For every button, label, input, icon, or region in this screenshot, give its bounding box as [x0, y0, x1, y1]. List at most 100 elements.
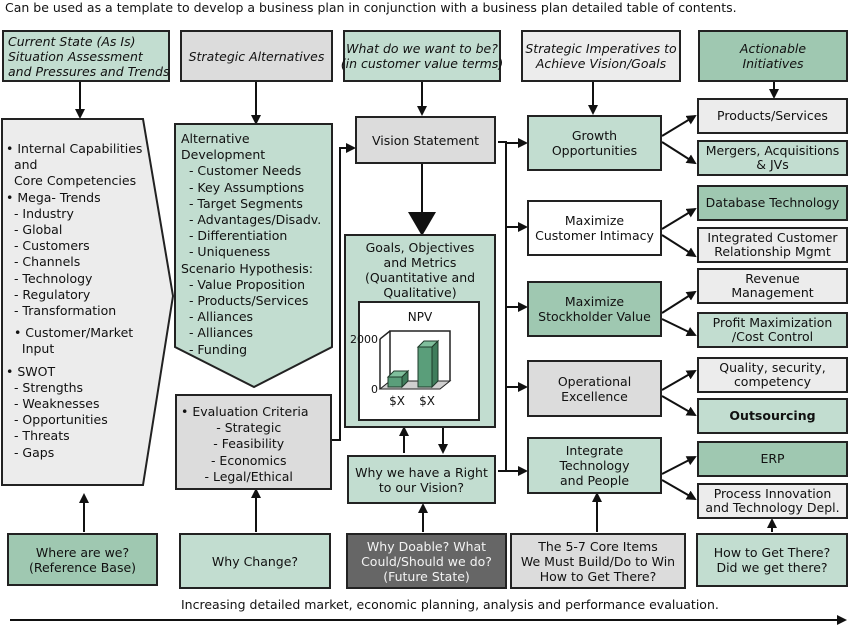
chart-xtick-label: $X	[419, 394, 435, 408]
why-doable-box: Why Doable? What Could/Should we do? (Fu…	[346, 533, 507, 589]
current-state-item: - Technology	[6, 270, 93, 286]
goals-label: Goals, Objectives and Metrics (Quantitat…	[364, 240, 476, 300]
current-state-item: - Industry	[6, 205, 74, 221]
current-state-item: and	[6, 157, 38, 173]
current-state-item: • Internal Capabilities	[6, 141, 143, 156]
alternative-item: - Target Segments	[181, 195, 303, 211]
alternative-item: Alternative	[181, 131, 250, 146]
npv-chart: NPV 0 2000 $X $X	[350, 310, 452, 408]
initiative-box: ERP	[697, 441, 848, 477]
evaluation-item: - Legal/Ethical	[196, 468, 293, 484]
initiative-box: Products/Services	[697, 98, 848, 134]
right-to-vision-box: Why we have a Right to our Vision?	[347, 455, 496, 504]
current-state-shape	[1, 118, 175, 486]
evaluation-criteria-list: • Evaluation Criteria - Strategic - Feas…	[181, 404, 308, 485]
arrow	[661, 114, 697, 137]
current-state-item: - Strengths	[6, 379, 84, 395]
current-state-item: Core Competencies	[6, 173, 137, 189]
initiative-box: Database Technology	[697, 185, 848, 221]
alternative-item: - Key Assumptions	[181, 179, 305, 195]
header-strategic-alternatives: Strategic Alternatives	[180, 30, 333, 82]
alternative-item: - Value Proposition	[181, 276, 306, 292]
alternative-item: - Funding	[181, 341, 248, 357]
current-state-item: • SWOT	[6, 363, 56, 379]
evaluation-item: - Economics	[203, 452, 287, 468]
imperative-box: Maximize Stockholder Value	[527, 281, 662, 337]
header-current-state: Current State (As Is) Situation Assessme…	[2, 30, 170, 82]
alternative-item: - Alliances	[181, 325, 254, 341]
initiative-box: Profit Maximization /Cost Control	[697, 312, 848, 348]
header-actionable-initiatives: Actionable Initiatives	[698, 30, 848, 82]
current-state-item: Input	[6, 341, 55, 357]
chart-bar-side	[431, 339, 439, 389]
vision-statement-box: Vision Statement	[355, 116, 496, 164]
alternative-item: Scenario Hypothesis:	[181, 260, 313, 276]
alternative-item: - Advantages/Disadv.	[181, 212, 322, 228]
initiative-box: Outsourcing	[697, 398, 848, 434]
imperative-box: Growth Opportunities	[527, 115, 662, 171]
current-state-item: - Regulatory	[6, 286, 91, 302]
alternative-item: - Alliances	[181, 309, 254, 325]
imperative-box: Integrate Technology and People	[527, 437, 662, 494]
initiative-box: Process Innovation and Technology Depl.	[697, 483, 848, 519]
arrow	[661, 318, 697, 337]
chart-xtick-label: $X	[389, 394, 405, 408]
initiative-box: Quality, security, competency	[697, 357, 848, 393]
chart-bar	[417, 346, 433, 388]
header-strategic-imperatives: Strategic Imperatives to Achieve Vision/…	[521, 30, 681, 82]
arrow	[661, 290, 697, 314]
initiative-box: Revenue Management	[697, 268, 848, 304]
arrow	[661, 207, 697, 230]
big-arrow-head	[408, 212, 436, 236]
initiative-box: Mergers, Acquisitions & JVs	[697, 140, 848, 176]
arrow	[661, 395, 697, 416]
current-state-item: - Global	[6, 222, 63, 238]
bottom-caption: Increasing detailed market, economic pla…	[181, 597, 719, 612]
chart-y-axis-top	[379, 330, 391, 340]
npv-chart-frame: NPV 0 2000 $X $X	[350, 301, 480, 421]
arrow	[661, 234, 697, 258]
current-state-item: • Customer/Market	[6, 325, 134, 341]
chart-title: NPV	[408, 310, 433, 324]
arrow	[661, 370, 697, 391]
why-change-box: Why Change?	[179, 533, 331, 589]
current-state-item: - Channels	[6, 254, 81, 270]
imperative-box: Operational Excellence	[527, 360, 662, 417]
header-what-do-we-want: What do we want to be? (in customer valu…	[341, 30, 503, 82]
chart-ytick-label: 2000	[350, 333, 378, 346]
chart-back-wall	[389, 330, 451, 381]
alternative-item: - Products/Services	[181, 293, 309, 309]
arrow	[661, 141, 697, 165]
evaluation-criteria-box: • Evaluation Criteria - Strategic - Feas…	[175, 394, 332, 490]
chart-bar-side	[401, 369, 409, 389]
how-to-get-there-box: How to Get There? Did we get there?	[696, 533, 848, 587]
evaluation-item: - Feasibility	[205, 436, 285, 452]
current-state-item: - Gaps	[6, 444, 55, 460]
top-caption: Can be used as a template to develop a b…	[5, 0, 737, 15]
current-state-item: - Weaknesses	[6, 396, 100, 412]
current-state-item: - Customers	[6, 238, 90, 254]
alternative-item: - Uniqueness	[181, 244, 271, 260]
arrow	[661, 456, 697, 475]
evaluation-item: - Strategic	[208, 420, 282, 436]
where-are-we-box: Where are we? (Reference Base)	[7, 533, 158, 586]
evaluation-item: • Evaluation Criteria	[181, 404, 309, 419]
initiative-box: Integrated Customer Relationship Mgmt	[697, 227, 848, 263]
core-items-box: The 5-7 Core Items We Must Build/Do to W…	[510, 533, 686, 589]
current-state-item: - Opportunities	[6, 412, 108, 428]
alternative-item: - Customer Needs	[181, 163, 302, 179]
arrow	[661, 479, 697, 500]
arrow	[332, 143, 356, 441]
chart-bar	[387, 376, 403, 388]
current-state-item: • Mega- Trends	[6, 189, 101, 205]
alternative-item: Development	[181, 147, 266, 163]
current-state-item: - Threats	[6, 428, 70, 444]
chart-ytick-label: 0	[371, 383, 378, 396]
alternative-item: - Differentiation	[181, 228, 288, 244]
imperative-box: Maximize Customer Intimacy	[527, 200, 662, 256]
alternatives-shape	[174, 123, 333, 389]
current-state-list: • Internal Capabilities and Core Compete…	[6, 141, 142, 461]
current-state-item: - Transformation	[6, 303, 117, 319]
